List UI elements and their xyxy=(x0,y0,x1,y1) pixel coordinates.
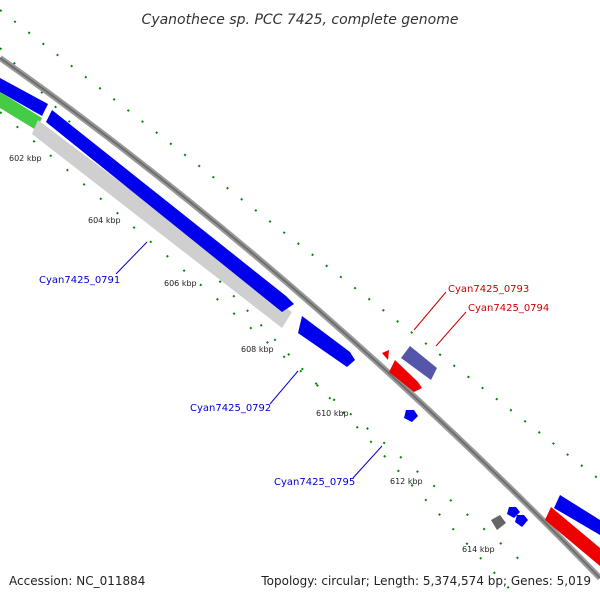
gene-cyan7425-0791[interactable] xyxy=(46,110,294,312)
gene-cyan7425-0790[interactable] xyxy=(0,78,48,116)
gene-small-blue-1[interactable] xyxy=(507,507,520,518)
gene-cyan7425-0794[interactable] xyxy=(389,360,422,392)
gene-label-cyan7425-0791[interactable]: Cyan7425_0791 xyxy=(39,275,120,286)
gene-blue-right-edge[interactable] xyxy=(554,495,600,535)
gene-dark-small[interactable] xyxy=(491,515,506,530)
genome-backbone xyxy=(0,55,600,581)
gene-label-cyan7425-0795[interactable]: Cyan7425_0795 xyxy=(274,477,355,488)
gene-label-cyan7425-0794[interactable]: Cyan7425_0794 xyxy=(468,303,549,314)
gene-red-right-edge[interactable] xyxy=(545,507,600,566)
tick-label-606: 606 kbp xyxy=(164,279,197,288)
gene-red-small[interactable] xyxy=(382,350,389,360)
inner-tick-ring xyxy=(0,111,521,561)
outer-tick-ring xyxy=(0,9,600,600)
gene-label-cyan7425-0793[interactable]: Cyan7425_0793 xyxy=(448,284,529,295)
blue-label-connectors xyxy=(115,241,383,479)
accession-text: Accession: NC_011884 xyxy=(9,574,146,588)
tick-label-610: 610 kbp xyxy=(316,409,349,418)
tick-label-602: 602 kbp xyxy=(9,154,42,163)
gene-label-cyan7425-0792[interactable]: Cyan7425_0792 xyxy=(190,403,271,414)
tick-label-608: 608 kbp xyxy=(241,345,274,354)
topology-text: Topology: circular; Length: 5,374,574 bp… xyxy=(261,574,591,588)
tick-label-614: 614 kbp xyxy=(462,545,495,554)
red-label-connectors xyxy=(413,291,467,347)
gene-cyan7425-0792[interactable] xyxy=(298,316,355,367)
tick-label-604: 604 kbp xyxy=(88,216,121,225)
gray-feature[interactable] xyxy=(32,120,292,328)
gene-cyan7425-0793[interactable] xyxy=(401,346,437,380)
gene-cyan7425-0795[interactable] xyxy=(404,410,418,422)
green-feature[interactable] xyxy=(0,92,42,130)
gene-small-blue-2[interactable] xyxy=(515,515,528,527)
map-title: Cyanothece sp. PCC 7425, complete genome xyxy=(142,12,459,28)
tick-label-612: 612 kbp xyxy=(390,477,423,486)
